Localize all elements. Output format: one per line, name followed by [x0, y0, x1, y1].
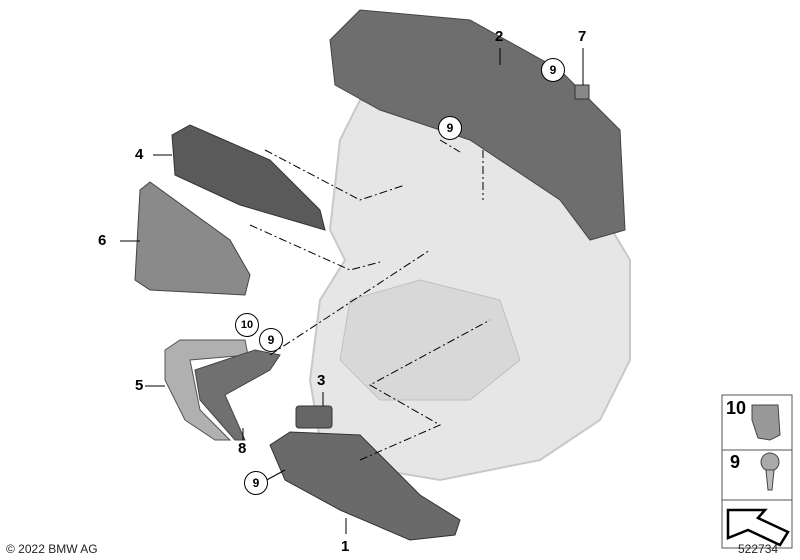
part-3-switch [295, 405, 333, 429]
part-8-trim-strip [194, 349, 281, 441]
clip-icon [751, 404, 781, 441]
screw-head-icon [760, 452, 780, 472]
callout-1: 1 [341, 538, 350, 555]
part-4-speaker-trim [171, 124, 326, 231]
screw-shaft-icon [765, 469, 775, 491]
callout-9-circle: 9 [244, 471, 268, 495]
callout-9-circle: 9 [541, 58, 565, 82]
part-5-frame [164, 339, 249, 441]
callout-3: 3 [317, 372, 326, 389]
part-7-clip [574, 84, 590, 100]
direction-arrow-icon [726, 508, 790, 547]
legend-label-9: 9 [730, 452, 741, 472]
copyright: © 2022 BMW AG [6, 542, 98, 556]
legend-label-10: 10 [726, 398, 747, 418]
callout-2: 2 [495, 28, 504, 45]
callout-10-circle: 10 [235, 313, 259, 337]
callout-7: 7 [578, 28, 587, 45]
callout-9-circle: 9 [438, 116, 462, 140]
callout-6: 6 [98, 232, 107, 249]
callout-9-circle: 9 [259, 328, 283, 352]
callout-8: 8 [238, 440, 247, 457]
callout-4: 4 [135, 146, 144, 163]
diagram-number: 522734 [738, 542, 779, 556]
part-6-speaker-grille [134, 181, 251, 296]
callout-5: 5 [135, 377, 144, 394]
part-1-armrest [269, 431, 461, 541]
legend-box [721, 394, 793, 549]
